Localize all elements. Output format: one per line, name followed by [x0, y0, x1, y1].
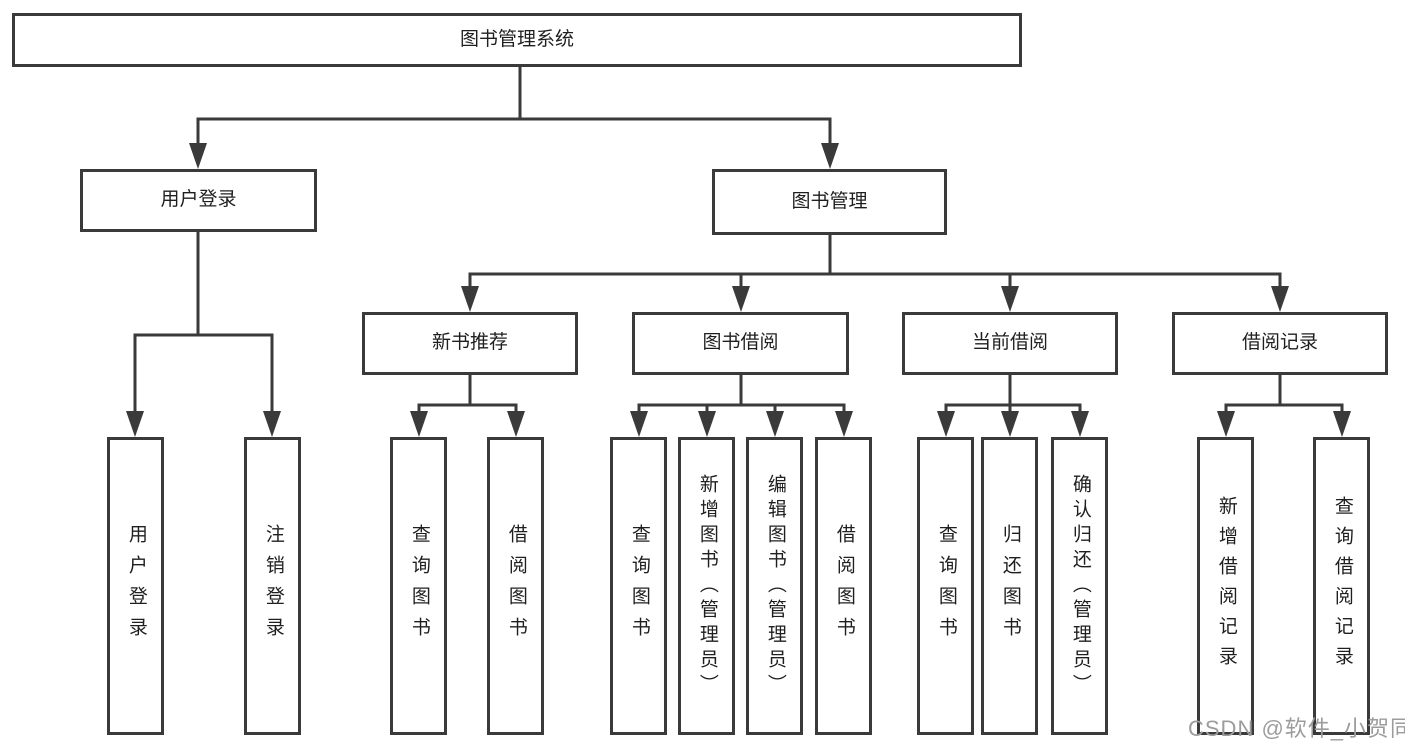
leaf-user-login: 用户登录: [107, 437, 164, 735]
node-borrowing-records: 借阅记录: [1172, 312, 1388, 375]
arrowhead-icons: [126, 143, 1351, 437]
leaf-query-book-recommend: 查询图书: [390, 437, 447, 735]
leaf-query-book-borrowing: 查询图书: [610, 437, 667, 735]
node-user-login: 用户登录: [80, 169, 317, 232]
node-root-library-management-system: 图书管理系统: [12, 13, 1022, 67]
leaf-edit-book-admin: 编辑图书（管理员）: [746, 437, 803, 735]
node-book-management: 图书管理: [712, 169, 947, 235]
leaf-query-book-current: 查询图书: [917, 437, 974, 735]
leaf-add-borrow-record: 新增借阅记录: [1197, 437, 1254, 735]
leaf-query-borrow-record: 查询借阅记录: [1313, 437, 1370, 735]
leaf-borrow-book-recommend: 借阅图书: [487, 437, 544, 735]
node-current-borrowing: 当前借阅: [902, 312, 1118, 375]
leaf-return-book: 归还图书: [981, 437, 1038, 735]
leaf-add-book-admin: 新增图书（管理员）: [678, 437, 735, 735]
leaf-logout: 注销登录: [244, 437, 301, 735]
leaf-borrow-book-borrowing: 借阅图书: [815, 437, 872, 735]
node-book-borrowing: 图书借阅: [632, 312, 849, 375]
node-new-book-recommendation: 新书推荐: [362, 312, 578, 375]
csdn-watermark: CSDN @软件_小贺同学: [1188, 716, 1405, 741]
leaf-confirm-return-admin: 确认归还（管理员）: [1051, 437, 1108, 735]
